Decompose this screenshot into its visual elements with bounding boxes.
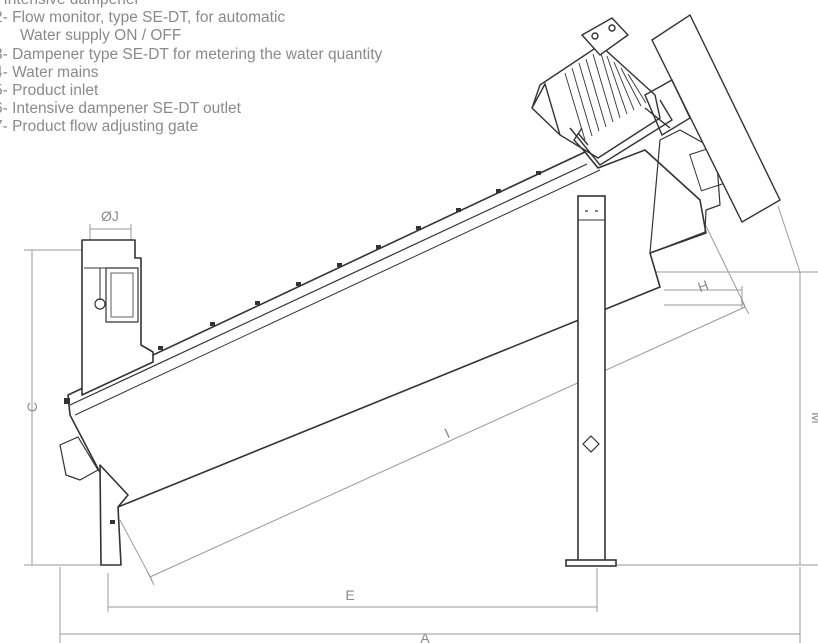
- dimension-h-label: H: [696, 277, 711, 295]
- dimension-lines: [24, 205, 818, 643]
- support-leg: [565, 195, 617, 567]
- legend-item-7: 7- Product flow adjusting gate: [0, 118, 199, 136]
- legend-item-6: 6- Intensive dampener SE-DT outlet: [0, 100, 241, 118]
- machine-body: [59, 129, 725, 566]
- dimension-m-label: M: [809, 412, 818, 424]
- dimension-e-label: E: [345, 587, 354, 603]
- legend-item-2-continued: Water supply ON / OFF: [20, 27, 182, 45]
- bolt-row: [64, 171, 541, 524]
- legend-item-4: 4- Water mains: [0, 63, 99, 81]
- motor-assembly: [531, 13, 781, 223]
- legend-item-1: - Intensive dampener: [0, 0, 382, 9]
- dimension-c-label: C: [24, 402, 40, 412]
- legend-item-2: 2- Flow monitor, type SE-DT, for automat…: [0, 9, 286, 27]
- dimension-j-label: ØJ: [101, 208, 119, 224]
- legend-item-3: 3- Dampener type SE-DT for metering the …: [0, 45, 383, 63]
- dimension-i-label: I: [442, 425, 452, 441]
- legend-item-5: 5- Product inlet: [0, 82, 99, 100]
- legend: - Intensive dampener 2- Flow monitor, ty…: [0, 0, 382, 137]
- dimension-a-label: A: [420, 630, 430, 643]
